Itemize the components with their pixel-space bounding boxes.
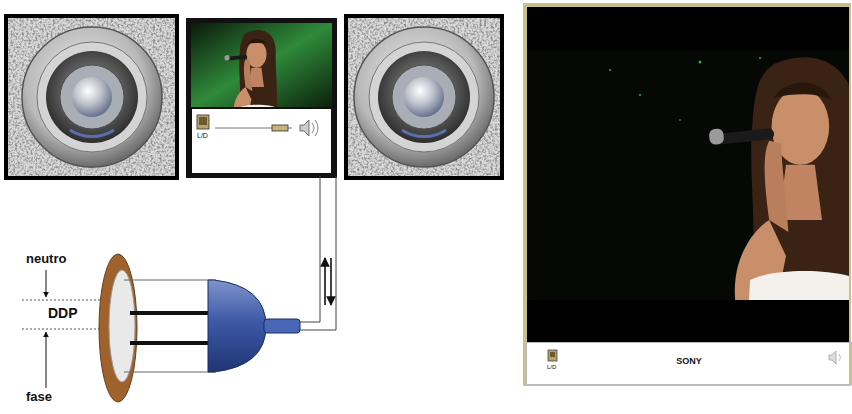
phase-label: fase — [26, 390, 52, 404]
plug-and-socket — [22, 176, 336, 402]
big-tv — [708, 57, 852, 328]
plug-and-socket — [330, 258, 332, 305]
right-speaker — [354, 27, 494, 167]
small-tv — [186, 18, 337, 178]
plug-and-socket — [130, 341, 212, 345]
plug-and-socket — [300, 176, 320, 322]
big-tv — [548, 350, 557, 361]
big-tv — [708, 57, 852, 328]
tv-status-bar: L/DSONY — [526, 342, 852, 385]
big-tv — [679, 119, 681, 121]
small-tv — [300, 120, 309, 136]
big-tv — [699, 61, 702, 64]
big-tv — [839, 354, 841, 361]
right-speaker — [404, 77, 444, 117]
right-speaker — [402, 130, 446, 137]
plug-and-socket — [109, 270, 135, 382]
big-tv — [829, 351, 836, 364]
left-speaker — [8, 18, 175, 176]
plug-and-socket — [324, 258, 326, 305]
small-tv — [199, 117, 207, 125]
left-speaker — [4, 14, 179, 180]
plug-and-socket — [124, 280, 216, 281]
right-speaker — [348, 18, 500, 176]
left-speaker — [22, 27, 162, 167]
mode-label: L/D — [197, 132, 208, 140]
left-speaker — [37, 42, 147, 152]
voltage-label: DDP — [48, 306, 78, 321]
mode-label: L/D — [547, 364, 556, 371]
small-tv — [197, 115, 209, 129]
plug-and-socket — [130, 311, 212, 315]
big-tv — [639, 94, 641, 96]
right-speaker — [348, 18, 500, 176]
neutral-label: neutro — [26, 252, 66, 266]
left-speaker — [8, 18, 175, 176]
plug-and-socket — [46, 270, 47, 297]
left-speaker — [72, 77, 112, 117]
right-speaker — [392, 65, 456, 129]
plug-and-socket — [208, 280, 266, 372]
plug-and-socket — [46, 332, 47, 388]
small-tv — [272, 125, 288, 131]
big-tv — [609, 69, 611, 71]
plug-and-socket — [264, 319, 300, 333]
left-speaker — [46, 51, 138, 143]
right-speaker — [344, 14, 504, 180]
small-tv — [190, 107, 333, 175]
left-speaker — [4, 14, 179, 180]
control-panel: L/D — [190, 107, 333, 175]
big-tv — [550, 352, 555, 357]
right-speaker — [369, 42, 479, 152]
big-tv — [759, 57, 761, 59]
small-tv — [312, 120, 318, 136]
brand-name: SONY — [527, 357, 851, 367]
plug-and-socket — [124, 372, 216, 373]
left-speaker — [60, 65, 124, 129]
left-speaker — [70, 130, 114, 137]
right-speaker — [344, 14, 504, 180]
plug-and-socket — [99, 254, 137, 402]
small-tv — [186, 18, 337, 178]
big-tv — [523, 3, 852, 386]
right-speaker — [378, 51, 470, 143]
plug-and-socket — [300, 176, 336, 330]
